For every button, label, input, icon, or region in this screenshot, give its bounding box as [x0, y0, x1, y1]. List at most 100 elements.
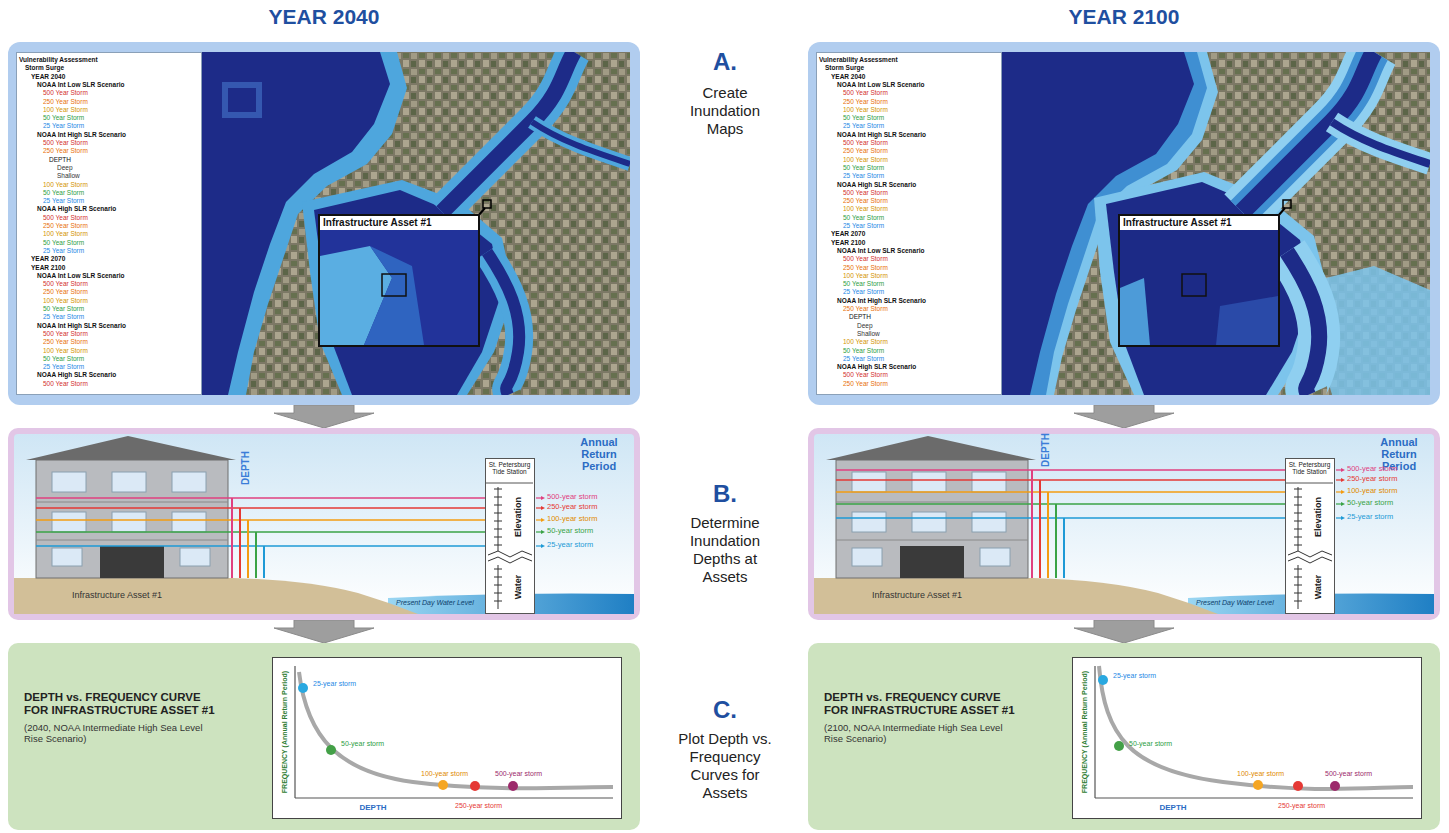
scale-label: Elevation: [513, 497, 523, 537]
layer-item: NOAA Int Low SLR Scenario: [837, 81, 925, 88]
depth-panel: DEPTHAnnual Return Period500-year storm2…: [8, 428, 640, 620]
layer-item: 100 Year Storm: [843, 156, 888, 163]
layer-item: YEAR 2040: [831, 73, 865, 80]
layer-item: 500 Year Storm: [43, 330, 88, 337]
axis-label: DEPTH: [1153, 803, 1193, 812]
layer-item: 500 Year Storm: [843, 139, 888, 146]
point-label: 250-year storm: [455, 802, 502, 810]
water-level-label: Present Day Water Level: [1196, 599, 1274, 607]
curve-plot: FREQUENCY (Annual Return Period)DEPTH25-…: [1072, 657, 1422, 819]
curve-subtitle: (2040, NOAA Intermediate High Sea Level …: [24, 723, 222, 745]
zoom-map: [1120, 216, 1278, 345]
asset-label: Infrastructure Asset #1: [872, 590, 962, 600]
storm-label: 500-year storm: [1347, 465, 1397, 474]
layer-item: 50 Year Storm: [843, 114, 884, 121]
asset-label: Infrastructure Asset #1: [72, 590, 162, 600]
storm-label: 100-year storm: [1347, 487, 1397, 496]
water-level-label: Present Day Water Level: [396, 599, 474, 607]
layer-item: 25 Year Storm: [843, 288, 884, 295]
step-letter: B.: [650, 480, 800, 508]
storm-label: 25-year storm: [547, 541, 593, 550]
axis-label: FREQUENCY (Annual Return Period): [281, 671, 289, 793]
layer-item: 50 Year Storm: [43, 189, 84, 196]
flow-arrow: [274, 620, 374, 643]
scale-label: Water: [1313, 575, 1323, 600]
scale-label: Elevation: [1313, 497, 1323, 537]
layer-item: YEAR 2100: [31, 264, 65, 271]
layer-item: 25 Year Storm: [43, 313, 84, 320]
map-panel: YEAR 2040Vulnerability AssessmentStorm S…: [8, 42, 640, 405]
layer-item: 100 Year Storm: [43, 181, 88, 188]
layer-item: NOAA Int High SLR Scenario: [37, 322, 126, 329]
flow-arrow: [274, 405, 374, 428]
step-letter: C.: [650, 696, 800, 724]
asset-callout: Infrastructure Asset #1: [1118, 214, 1280, 347]
step-text: Determine Inundation Depths at Assets: [670, 514, 780, 586]
step-letter: A.: [650, 48, 800, 76]
callout-title: Infrastructure Asset #1: [1120, 216, 1278, 230]
layer-item: 50 Year Storm: [843, 280, 884, 287]
layer-item: 500 Year Storm: [843, 89, 888, 96]
layer-item: NOAA High SLR Scenario: [37, 205, 116, 212]
layer-tree: Vulnerability AssessmentStorm SurgeYEAR …: [16, 52, 202, 395]
layer-item: 250 Year Storm: [843, 98, 888, 105]
layer-item: 250 Year Storm: [43, 222, 88, 229]
layer-item: Vulnerability Assessment: [819, 56, 898, 63]
storm-label: 500-year storm: [547, 493, 597, 502]
point-label: 500-year storm: [1325, 770, 1372, 778]
layer-item: 50 Year Storm: [43, 355, 84, 362]
layer-item: 100 Year Storm: [43, 347, 88, 354]
layer-item: 250 Year Storm: [843, 147, 888, 154]
step-text: Create Inundation Maps: [670, 84, 780, 138]
layer-item: NOAA Int Low SLR Scenario: [837, 247, 925, 254]
flow-arrow: [1074, 620, 1174, 643]
return-period-heading: Annual Return Period: [564, 436, 634, 472]
layer-item: 250 Year Storm: [43, 98, 88, 105]
station-name: St. Petersburg Tide Station: [1287, 461, 1332, 475]
layer-item: 25 Year Storm: [843, 222, 884, 229]
layer-item: NOAA High SLR Scenario: [837, 363, 916, 370]
point-label: 25-year storm: [313, 680, 356, 688]
layer-item: NOAA Int High SLR Scenario: [837, 297, 926, 304]
layer-item: YEAR 2040: [31, 73, 65, 80]
point-label: 250-year storm: [1278, 802, 1325, 810]
layer-item: 100 Year Storm: [43, 106, 88, 113]
asset-callout: Infrastructure Asset #1: [318, 214, 480, 347]
storm-label: 50-year storm: [1347, 499, 1393, 508]
layer-item: 500 Year Storm: [43, 280, 88, 287]
layer-item: NOAA High SLR Scenario: [37, 371, 116, 378]
layer-item: 25 Year Storm: [43, 122, 84, 129]
layer-item: NOAA Int Low SLR Scenario: [37, 81, 125, 88]
layer-item: YEAR 2070: [31, 255, 65, 262]
layer-item: NOAA Int High SLR Scenario: [837, 131, 926, 138]
layer-item: DEPTH: [49, 156, 71, 163]
layer-item: Deep: [857, 322, 873, 329]
storm-label: 100-year storm: [547, 515, 597, 524]
point-label: 50-year storm: [341, 740, 384, 748]
layer-item: 50 Year Storm: [843, 164, 884, 171]
tide-station: St. Petersburg Tide StationElevationWate…: [485, 458, 535, 614]
layer-item: 250 Year Storm: [43, 288, 88, 295]
layer-item: 25 Year Storm: [843, 172, 884, 179]
layer-item: 100 Year Storm: [43, 297, 88, 304]
layer-item: 25 Year Storm: [43, 363, 84, 370]
depth-frequency-plot: [1073, 658, 1421, 818]
axis-label: DEPTH: [353, 803, 393, 812]
layer-item: 25 Year Storm: [843, 122, 884, 129]
curve-subtitle: (2100, NOAA Intermediate High Sea Level …: [824, 723, 1022, 745]
tide-gauge: [486, 459, 533, 612]
layer-item: 500 Year Storm: [843, 255, 888, 262]
storm-label: 50-year storm: [547, 527, 593, 536]
curve-panel: DEPTH vs. FREQUENCY CURVE FOR INFRASTRUC…: [808, 643, 1440, 830]
layer-item: 50 Year Storm: [843, 214, 884, 221]
station-name: St. Petersburg Tide Station: [487, 461, 532, 475]
layer-item: NOAA High SLR Scenario: [837, 181, 916, 188]
callout-title: Infrastructure Asset #1: [320, 216, 478, 230]
layer-item: Storm Surge: [25, 64, 64, 71]
map-panel: YEAR 2100Vulnerability AssessmentStorm S…: [808, 42, 1440, 405]
layer-item: DEPTH: [849, 313, 871, 320]
layer-item: 100 Year Storm: [43, 230, 88, 237]
layer-tree: Vulnerability AssessmentStorm SurgeYEAR …: [816, 52, 1002, 395]
layer-item: 250 Year Storm: [43, 338, 88, 345]
storm-label: 25-year storm: [1347, 513, 1393, 522]
